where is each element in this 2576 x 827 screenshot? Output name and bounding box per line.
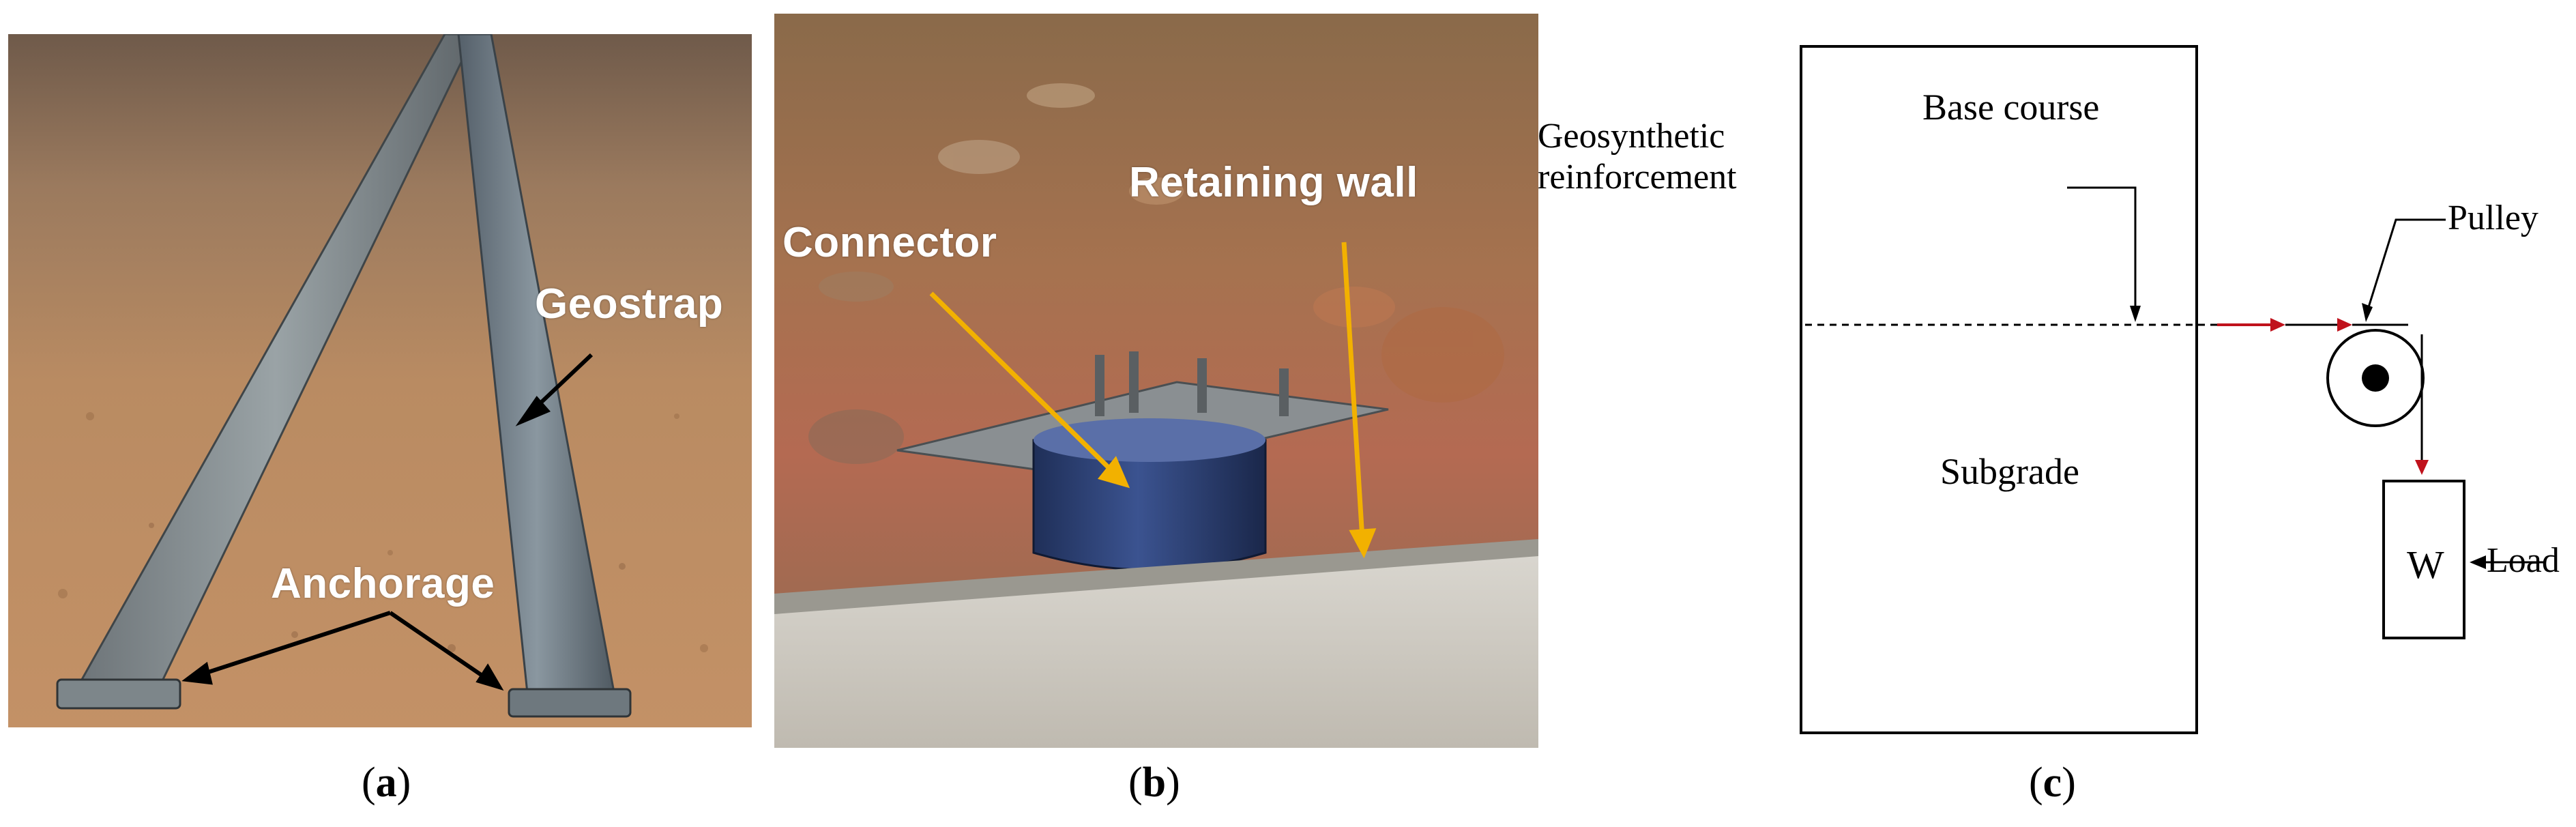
anchorage-arrow-left [197,611,391,678]
weight-label: W [2407,542,2444,587]
pulley-label: Pulley [2448,199,2538,237]
caption-c-letter: c [2043,759,2062,806]
base-course-label: Base course [1922,87,2100,128]
soil-box [1800,45,2198,734]
caption-a-letter: a [375,759,397,806]
label-arrows-a [181,353,594,691]
caption-c: (c) [2029,759,2076,807]
pullout-test-diagram: Base course Geosynthetic reinforcement S… [1535,14,2572,751]
connector-label: Connector [782,219,997,266]
anchorage-arrowhead-right [475,663,504,691]
pulley-axle [2362,364,2389,392]
caption-b-close: ) [1166,759,1180,806]
photo-panel-b: Connector Retaining wall [774,14,1538,748]
caption-c-open: ( [2029,759,2043,806]
load-label: Load [2487,541,2560,580]
pullout-schematic [1800,45,2545,734]
geosynthetic-label-line2: reinforcement [1538,158,1737,197]
rock-texture [808,83,1504,464]
right-anchorage-plate [508,688,632,718]
pulley-pointer-head [2362,303,2373,322]
anchorage-arrow-right [389,611,491,682]
connector-arrow [929,291,1117,476]
retaining-wall-block [774,553,1538,748]
tension-arrowhead-3 [2415,460,2429,475]
retaining-wall-arrowhead [1349,528,1377,559]
anchorage-arrowhead-left [181,661,213,685]
connector-arrowhead [1097,456,1130,489]
caption-b-open: ( [1128,759,1143,806]
retaining-wall-arrow [1341,242,1365,540]
geostrap-label: Geostrap [535,280,724,328]
caption-a: (a) [362,759,411,807]
geosynthetic-label-line1: Geosynthetic [1538,117,1725,156]
label-arrows-b [929,242,1377,559]
caption-a-close: ) [396,759,411,806]
caption-a-open: ( [362,759,376,806]
photo-panel-a: Geostrap Anchorage [8,34,752,727]
pulley-pointer [2367,218,2446,308]
reinforcement-pointer-head [2130,306,2141,322]
load-arrowhead [2470,555,2486,569]
retaining-wall-edge [774,539,1538,614]
weight-box [2382,480,2465,639]
reinforcement-pointer [2067,186,2137,308]
retaining-wall-label: Retaining wall [1129,159,1418,206]
tension-arrowhead-1 [2270,318,2285,332]
geostrap-arrowhead [515,396,551,426]
connector-photo [774,14,1538,748]
geosynthetic-reinforcement-label: Geosynthetic reinforcement [1538,116,1737,198]
caption-c-close: ) [2062,759,2076,806]
left-anchorage-plate [56,678,181,710]
anchorage-label: Anchorage [271,560,495,607]
subgrade-label: Subgrade [1940,451,2079,492]
caption-b: (b) [1128,759,1180,807]
caption-b-letter: b [1142,759,1167,806]
tension-arrowhead-2 [2337,318,2352,332]
geostrap-photo [8,34,752,727]
